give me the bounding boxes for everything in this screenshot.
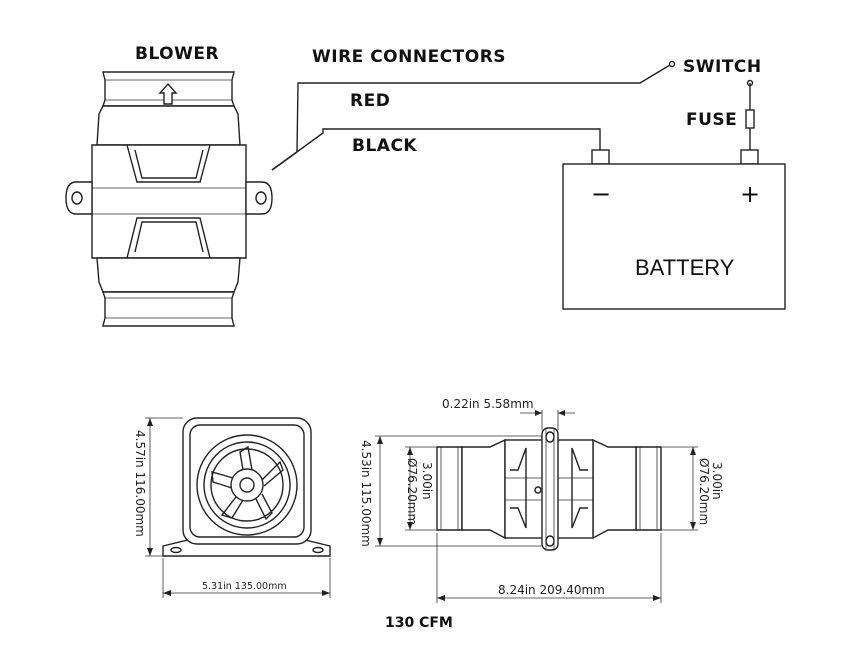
front-dimension-lines xyxy=(145,417,331,598)
side-dimension-lines xyxy=(375,410,698,603)
positive-terminal xyxy=(740,149,759,165)
side-view-drawing xyxy=(436,427,662,551)
blower-drawing xyxy=(65,71,273,327)
left-port-inches: 3.00in xyxy=(420,462,434,500)
fuse-icon xyxy=(745,109,755,129)
blower-label: BLOWER xyxy=(135,44,219,64)
flange-dimension: 0.22in 5.58mm xyxy=(442,397,534,411)
battery-drawing xyxy=(562,149,786,310)
red-wire-label: RED xyxy=(350,91,390,111)
side-height-dimension: 4.53in 115.00mm xyxy=(359,440,373,547)
front-width-dimension: 5.31in 135.00mm xyxy=(202,581,287,592)
side-length-dimension: 8.24in 209.40mm xyxy=(498,583,605,597)
right-port-diameter: Ø76.20mm xyxy=(697,458,711,525)
negative-terminal xyxy=(591,149,610,165)
black-wire-label: BLACK xyxy=(352,136,417,156)
switch-label: SWITCH xyxy=(683,57,762,77)
fuse-label: FUSE xyxy=(686,110,737,130)
left-port-diameter: Ø76.20mm xyxy=(405,458,419,525)
cfm-rating: 130 CFM xyxy=(385,615,453,631)
wire-connectors-label: WIRE CONNECTORS xyxy=(312,47,506,67)
airflow-arrow-icon xyxy=(158,82,178,105)
battery-label: BATTERY xyxy=(635,255,735,280)
front-height-dimension: 4.57in 116.00mm xyxy=(133,430,147,537)
plus-symbol: + xyxy=(740,180,760,208)
wires xyxy=(271,60,755,171)
right-port-inches: 3.00in xyxy=(710,462,724,500)
minus-symbol: − xyxy=(591,180,611,208)
front-view-drawing xyxy=(162,417,331,557)
